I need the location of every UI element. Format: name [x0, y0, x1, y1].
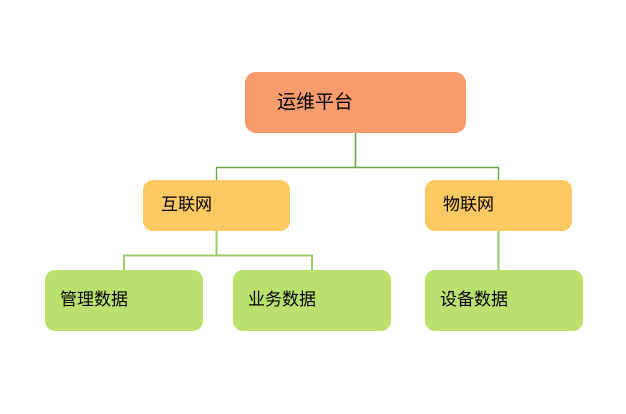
node-business-data[interactable]: 业务数据	[233, 270, 391, 331]
node-internet[interactable]: 互联网	[143, 180, 290, 231]
node-device-data[interactable]: 设备数据	[425, 270, 583, 331]
node-label: 业务数据	[248, 290, 316, 310]
edge-root-to-internet	[215, 133, 357, 180]
node-iot[interactable]: 物联网	[425, 180, 572, 231]
edge-internet-to-mgmt-data	[123, 231, 218, 270]
edge-root-to-iot	[354, 133, 500, 180]
edge-internet-to-biz-data	[215, 231, 313, 270]
node-label: 管理数据	[60, 290, 128, 310]
node-label: 物联网	[443, 195, 494, 215]
node-root-ops-platform[interactable]: 运维平台	[245, 72, 466, 133]
node-label: 互联网	[161, 195, 212, 215]
node-label: 设备数据	[440, 290, 508, 310]
node-label: 运维平台	[277, 91, 354, 113]
node-management-data[interactable]: 管理数据	[45, 270, 203, 331]
